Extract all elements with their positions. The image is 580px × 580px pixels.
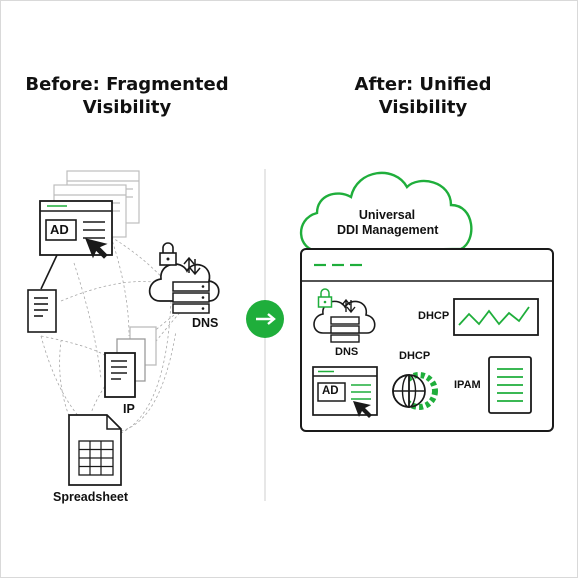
lock-icon-green bbox=[317, 288, 333, 308]
after-heading-line2: Visibility bbox=[378, 97, 468, 118]
cloud-label: Universal DDI Management bbox=[337, 208, 439, 238]
spreadsheet-icon bbox=[68, 414, 122, 486]
dns-label-after: DNS bbox=[335, 346, 359, 358]
before-heading-line1: Before: Fragmented bbox=[25, 74, 229, 95]
ad-document-link bbox=[40, 254, 58, 290]
cursor-arrow-icon bbox=[85, 238, 108, 259]
dhcp-chart-label: DHCP bbox=[418, 310, 450, 322]
ad-browser-window-icon bbox=[39, 200, 113, 259]
dns-cloud-server-icon-after bbox=[313, 288, 376, 343]
dns-cloud-server-icon bbox=[148, 242, 220, 314]
ip-label: IP bbox=[123, 402, 135, 416]
cloud-label-line1: Universal bbox=[358, 208, 416, 222]
universal-ddi-cloud-icon bbox=[299, 171, 473, 253]
document-icon bbox=[27, 289, 57, 333]
arrow-right-circle-icon bbox=[246, 300, 284, 338]
lock-icon bbox=[159, 242, 177, 266]
spreadsheet-label: Spreadsheet bbox=[53, 490, 129, 504]
ip-document-stack-icon bbox=[104, 326, 157, 398]
before-heading-line2: Visibility bbox=[82, 97, 172, 118]
after-heading-line1: After: Unified bbox=[354, 74, 492, 95]
line-chart-icon bbox=[453, 298, 539, 336]
dns-label: DNS bbox=[192, 316, 219, 330]
ad-label: AD bbox=[50, 222, 69, 237]
ad-browser-window-icon-after bbox=[312, 366, 378, 418]
cloud-label-line2: DDI Management bbox=[337, 223, 439, 237]
ipam-label: IPAM bbox=[454, 379, 481, 391]
after-heading: After: Unified Visibility bbox=[303, 73, 543, 119]
globe-gear-icon bbox=[392, 372, 438, 410]
dhcp-globe-label: DHCP bbox=[399, 350, 431, 362]
dashed-connections bbox=[40, 236, 187, 434]
ad-label-after: AD bbox=[322, 385, 339, 397]
before-heading: Before: Fragmented Visibility bbox=[7, 73, 247, 119]
ipam-document-icon bbox=[488, 356, 532, 414]
cursor-arrow-icon-after bbox=[353, 401, 372, 418]
